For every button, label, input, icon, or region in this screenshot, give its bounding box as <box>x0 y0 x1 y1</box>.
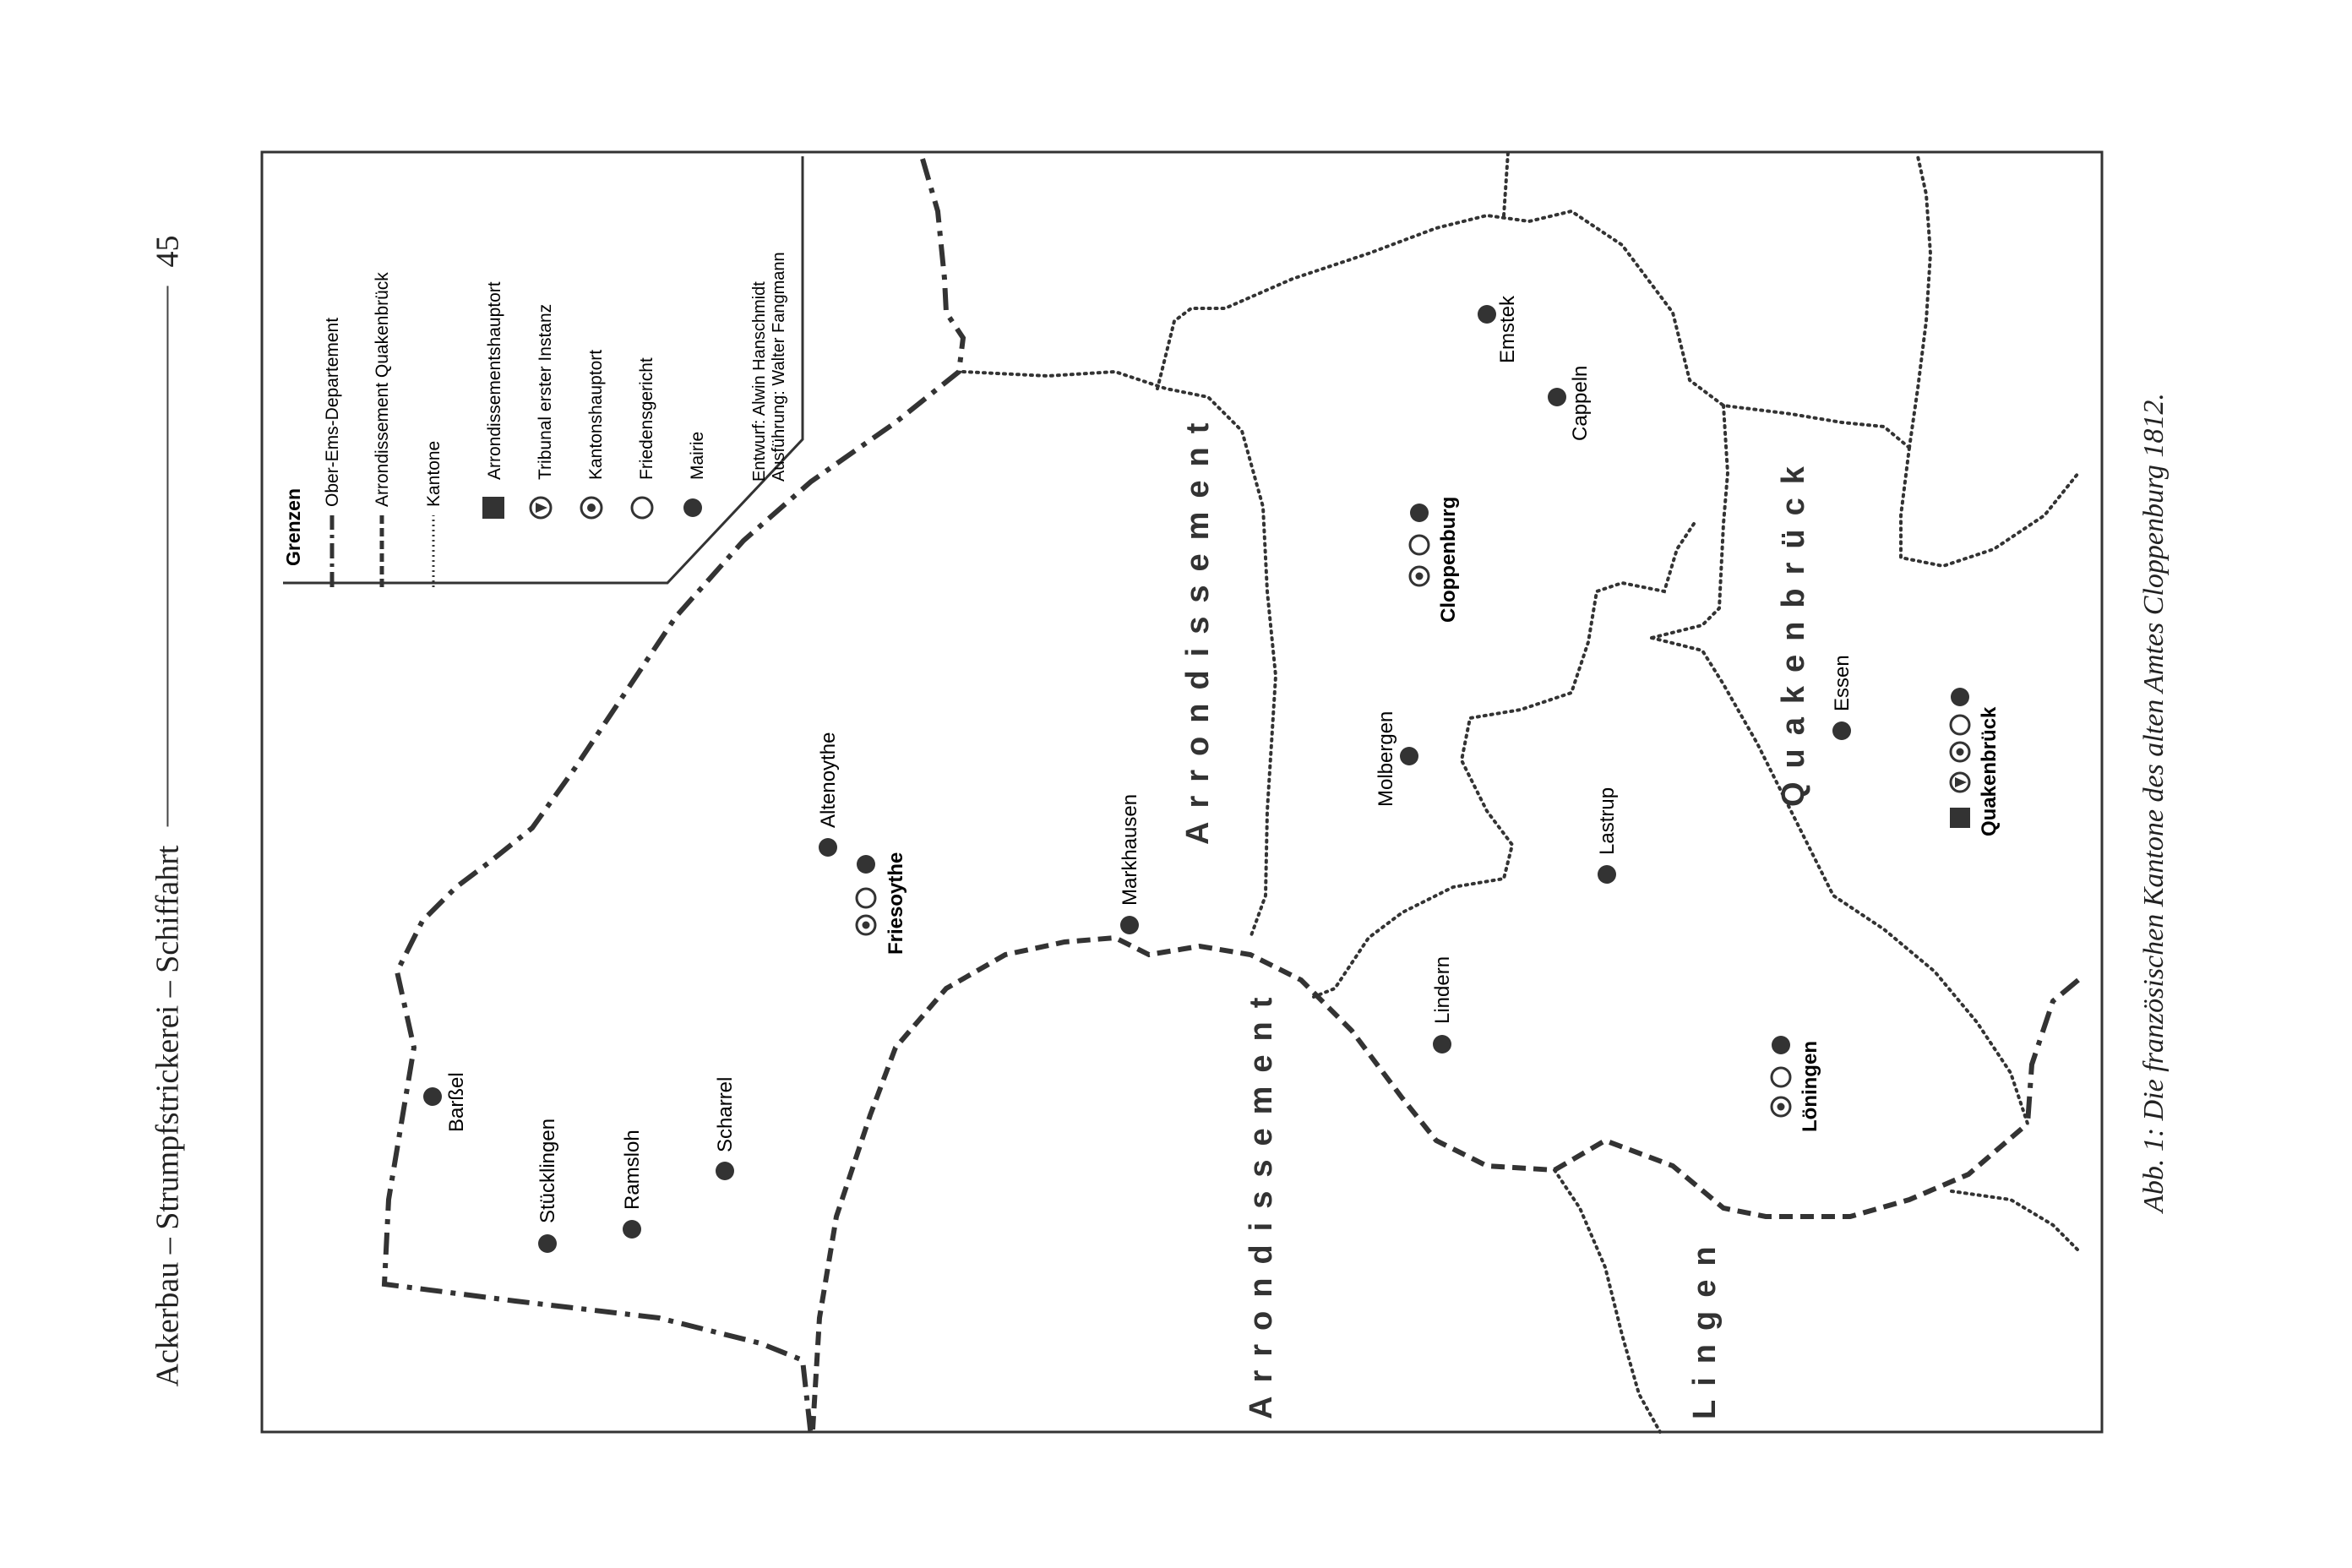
legend: Grenzen Ober-Ems-Departement Arrondissem… <box>282 156 804 587</box>
filled-dot-icon <box>1548 388 1566 406</box>
canton-boundaries <box>961 150 2080 1434</box>
svg-text:Emstek: Emstek <box>1496 295 1519 363</box>
place-emstek: Emstek <box>1478 295 1519 363</box>
dot-in-circle-icon <box>855 914 877 936</box>
department-boundary <box>381 158 966 1437</box>
dot-in-circle-icon <box>1949 741 1971 763</box>
place-scharrel: Scharrel <box>714 1077 737 1180</box>
department-boundary-east <box>2025 977 2080 1124</box>
legend-symbol-3: Kantonshauptort <box>586 350 606 480</box>
place-essen: Essen <box>1831 655 1854 740</box>
open-circle-icon <box>1949 714 1971 736</box>
filled-dot-icon <box>538 1234 557 1253</box>
svg-text:Molbergen: Molbergen <box>1375 711 1397 807</box>
svg-text:Barßel: Barßel <box>445 1072 468 1132</box>
dot-in-circle-icon <box>580 496 603 520</box>
legend-line-kantone: Kantone <box>424 441 444 507</box>
filled-dot-icon <box>716 1162 734 1180</box>
svg-text:Stücklingen: Stücklingen <box>536 1119 559 1223</box>
open-circle-icon <box>1408 534 1430 556</box>
triangle-in-circle-icon <box>1949 771 1971 793</box>
legend-symbol-4: Friedensgericht <box>637 357 656 480</box>
filled-dot-icon <box>1772 1036 1790 1054</box>
svg-text:Quakenbrück: Quakenbrück <box>1978 706 2001 836</box>
svg-text:Friesoythe: Friesoythe <box>885 852 907 955</box>
triangle-in-circle-icon <box>529 496 553 520</box>
arrondissement-boundary <box>810 934 2029 1430</box>
place-lastrup: Lastrup <box>1596 787 1619 884</box>
svg-text:Scharrel: Scharrel <box>714 1077 737 1152</box>
dot-in-circle-icon <box>1770 1096 1792 1118</box>
place-cappeln: Cappeln <box>1548 366 1592 441</box>
filled-dot-icon <box>1598 865 1616 884</box>
legend-line-arrondissement: Arrondissement Quakenbrück <box>373 272 392 507</box>
place-friesoythe: Friesoythe <box>855 852 907 955</box>
place-lindern: Lindern <box>1431 956 1454 1054</box>
region-label-quakenbrueck: Quakenbrück <box>1776 453 1811 807</box>
legend-line-department: Ober-Ems-Departement <box>323 318 342 507</box>
region-label-arrondissement-south: Arrondissement <box>1244 984 1279 1419</box>
dot-in-circle-icon <box>1408 565 1430 587</box>
filled-dot-icon <box>1410 504 1429 522</box>
filled-dot-icon <box>1120 916 1139 934</box>
region-label-arrondissement-north: Arrondissement <box>1180 410 1216 845</box>
place-barssel: Barßel <box>423 1072 468 1132</box>
svg-text:Löningen: Löningen <box>1799 1041 1821 1132</box>
map-frame <box>260 150 2104 1434</box>
place-markhausen: Markhausen <box>1119 794 1141 934</box>
filled-dot-icon <box>423 1087 442 1106</box>
filled-dot-icon <box>819 838 837 857</box>
filled-dot-icon <box>1400 747 1418 765</box>
place-quakenbrueck: Quakenbrück <box>1949 688 2001 836</box>
legend-credit-execution: Ausführung: Walter Fangmann <box>770 252 788 482</box>
filled-dot-icon <box>623 1220 641 1239</box>
legend-symbol-2: Tribunal erster Instanz <box>536 304 555 480</box>
filled-dot-icon <box>1951 688 1969 706</box>
svg-text:Markhausen: Markhausen <box>1119 794 1141 906</box>
square-icon <box>1950 808 1970 828</box>
open-circle-icon <box>630 496 654 520</box>
svg-text:Lastrup: Lastrup <box>1596 787 1619 855</box>
place-loeningen: Löningen <box>1770 1036 1821 1132</box>
svg-text:Cappeln: Cappeln <box>1569 366 1592 441</box>
svg-text:Cloppenburg: Cloppenburg <box>1437 497 1460 623</box>
open-circle-icon <box>1770 1066 1792 1088</box>
filled-dot-icon <box>857 855 875 874</box>
legend-symbol-1: Arrondissementshauptort <box>485 281 504 480</box>
filled-dot-icon <box>1832 721 1851 740</box>
svg-text:Altenoythe: Altenoythe <box>817 732 840 828</box>
svg-text:Ramsloh: Ramsloh <box>621 1130 644 1210</box>
place-ramsloh: Ramsloh <box>621 1130 644 1239</box>
square-icon <box>482 497 504 519</box>
legend-border <box>283 156 804 585</box>
place-altenoythe: Altenoythe <box>817 732 840 857</box>
place-stuecklingen: Stücklingen <box>536 1119 559 1253</box>
filled-dot-icon <box>1478 305 1496 324</box>
filled-dot-icon <box>683 498 702 517</box>
open-circle-icon <box>855 887 877 909</box>
svg-text:Essen: Essen <box>1831 655 1854 711</box>
filled-dot-icon <box>1433 1035 1451 1054</box>
svg-text:Lindern: Lindern <box>1431 956 1454 1024</box>
legend-symbol-5: Mairie <box>688 432 707 480</box>
legend-credit-design: Entwurf: Alwin Hanschmidt <box>750 281 769 482</box>
place-molbergen: Molbergen <box>1375 711 1418 807</box>
region-label-lingen: Lingen <box>1687 1233 1723 1419</box>
legend-heading: Grenzen <box>282 488 304 566</box>
place-cloppenburg: Cloppenburg <box>1408 497 1460 623</box>
